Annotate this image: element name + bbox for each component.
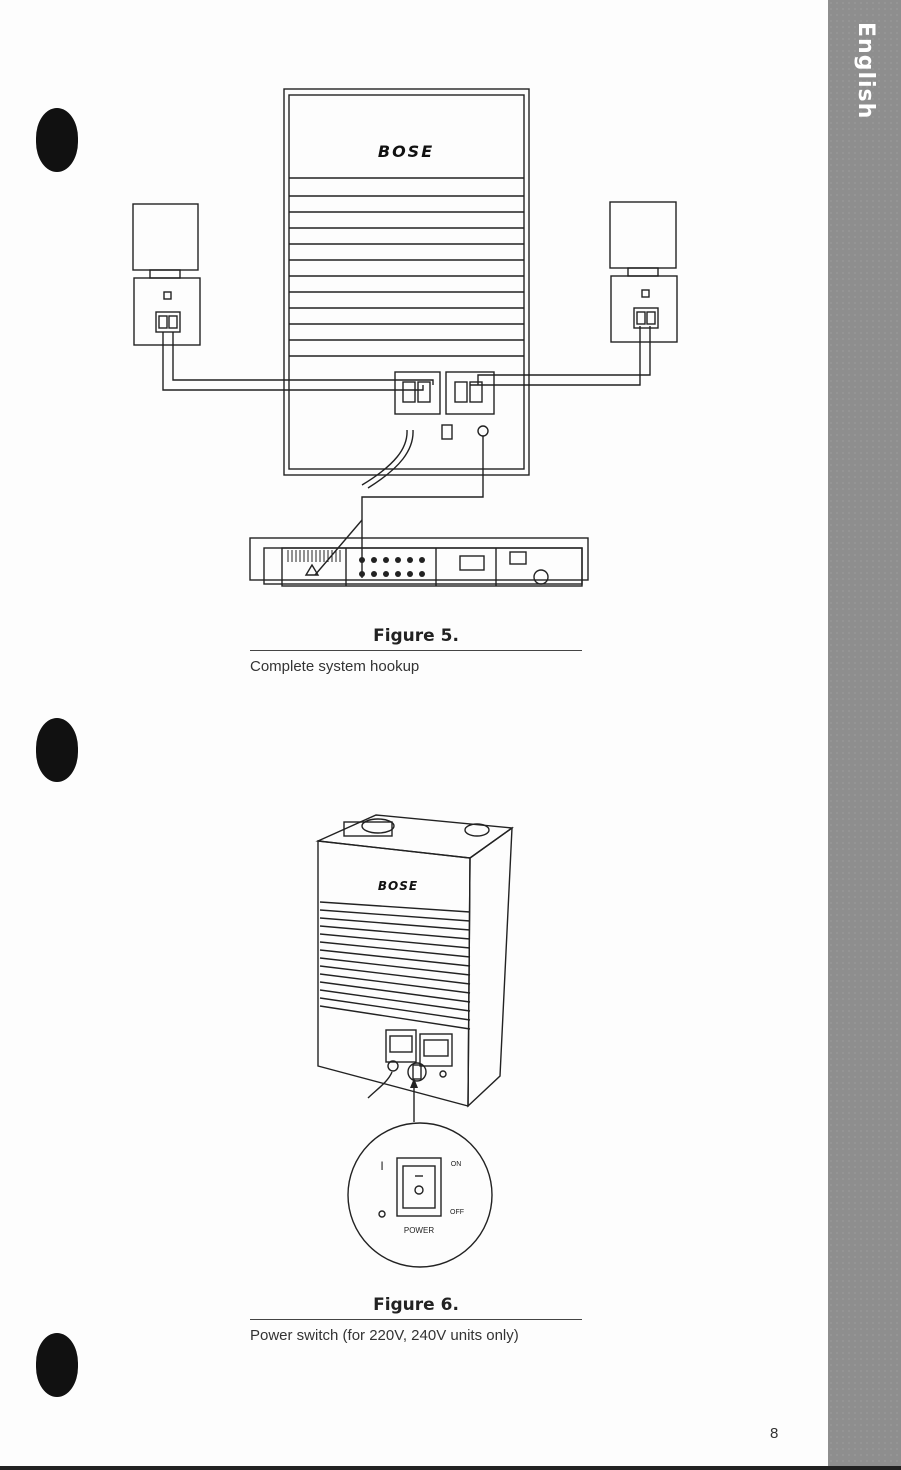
page-bottom-edge <box>0 1466 901 1470</box>
page-number: 8 <box>770 1425 778 1442</box>
figure-6-brand-logo: BOSE <box>378 879 418 893</box>
language-sidebar <box>828 0 901 1470</box>
binder-hole-middle <box>36 718 78 782</box>
switch-on-label: ON <box>451 1161 462 1168</box>
figure-6-caption: Power switch (for 220V, 240V units only) <box>250 1327 582 1344</box>
figure-6-illustration: BOSE I ON OFF POWER <box>0 800 828 1280</box>
figure-5-caption: Complete system hookup <box>250 658 582 675</box>
figure-6-title: Figure 6. <box>250 1295 582 1320</box>
language-label: English <box>838 22 878 142</box>
switch-power-label: POWER <box>404 1226 434 1235</box>
figure-5-title: Figure 5. <box>250 626 582 651</box>
figure-6-caption-block: Figure 6. Power switch (for 220V, 240V u… <box>250 1295 582 1344</box>
figure-5-illustration: BOSE <box>0 0 828 620</box>
figure-5-caption-block: Figure 5. Complete system hookup <box>250 626 582 675</box>
figure-5-brand-logo: BOSE <box>378 142 434 161</box>
binder-hole-bottom <box>36 1333 78 1397</box>
switch-on-symbol: I <box>380 1159 383 1173</box>
switch-off-label: OFF <box>450 1209 464 1216</box>
